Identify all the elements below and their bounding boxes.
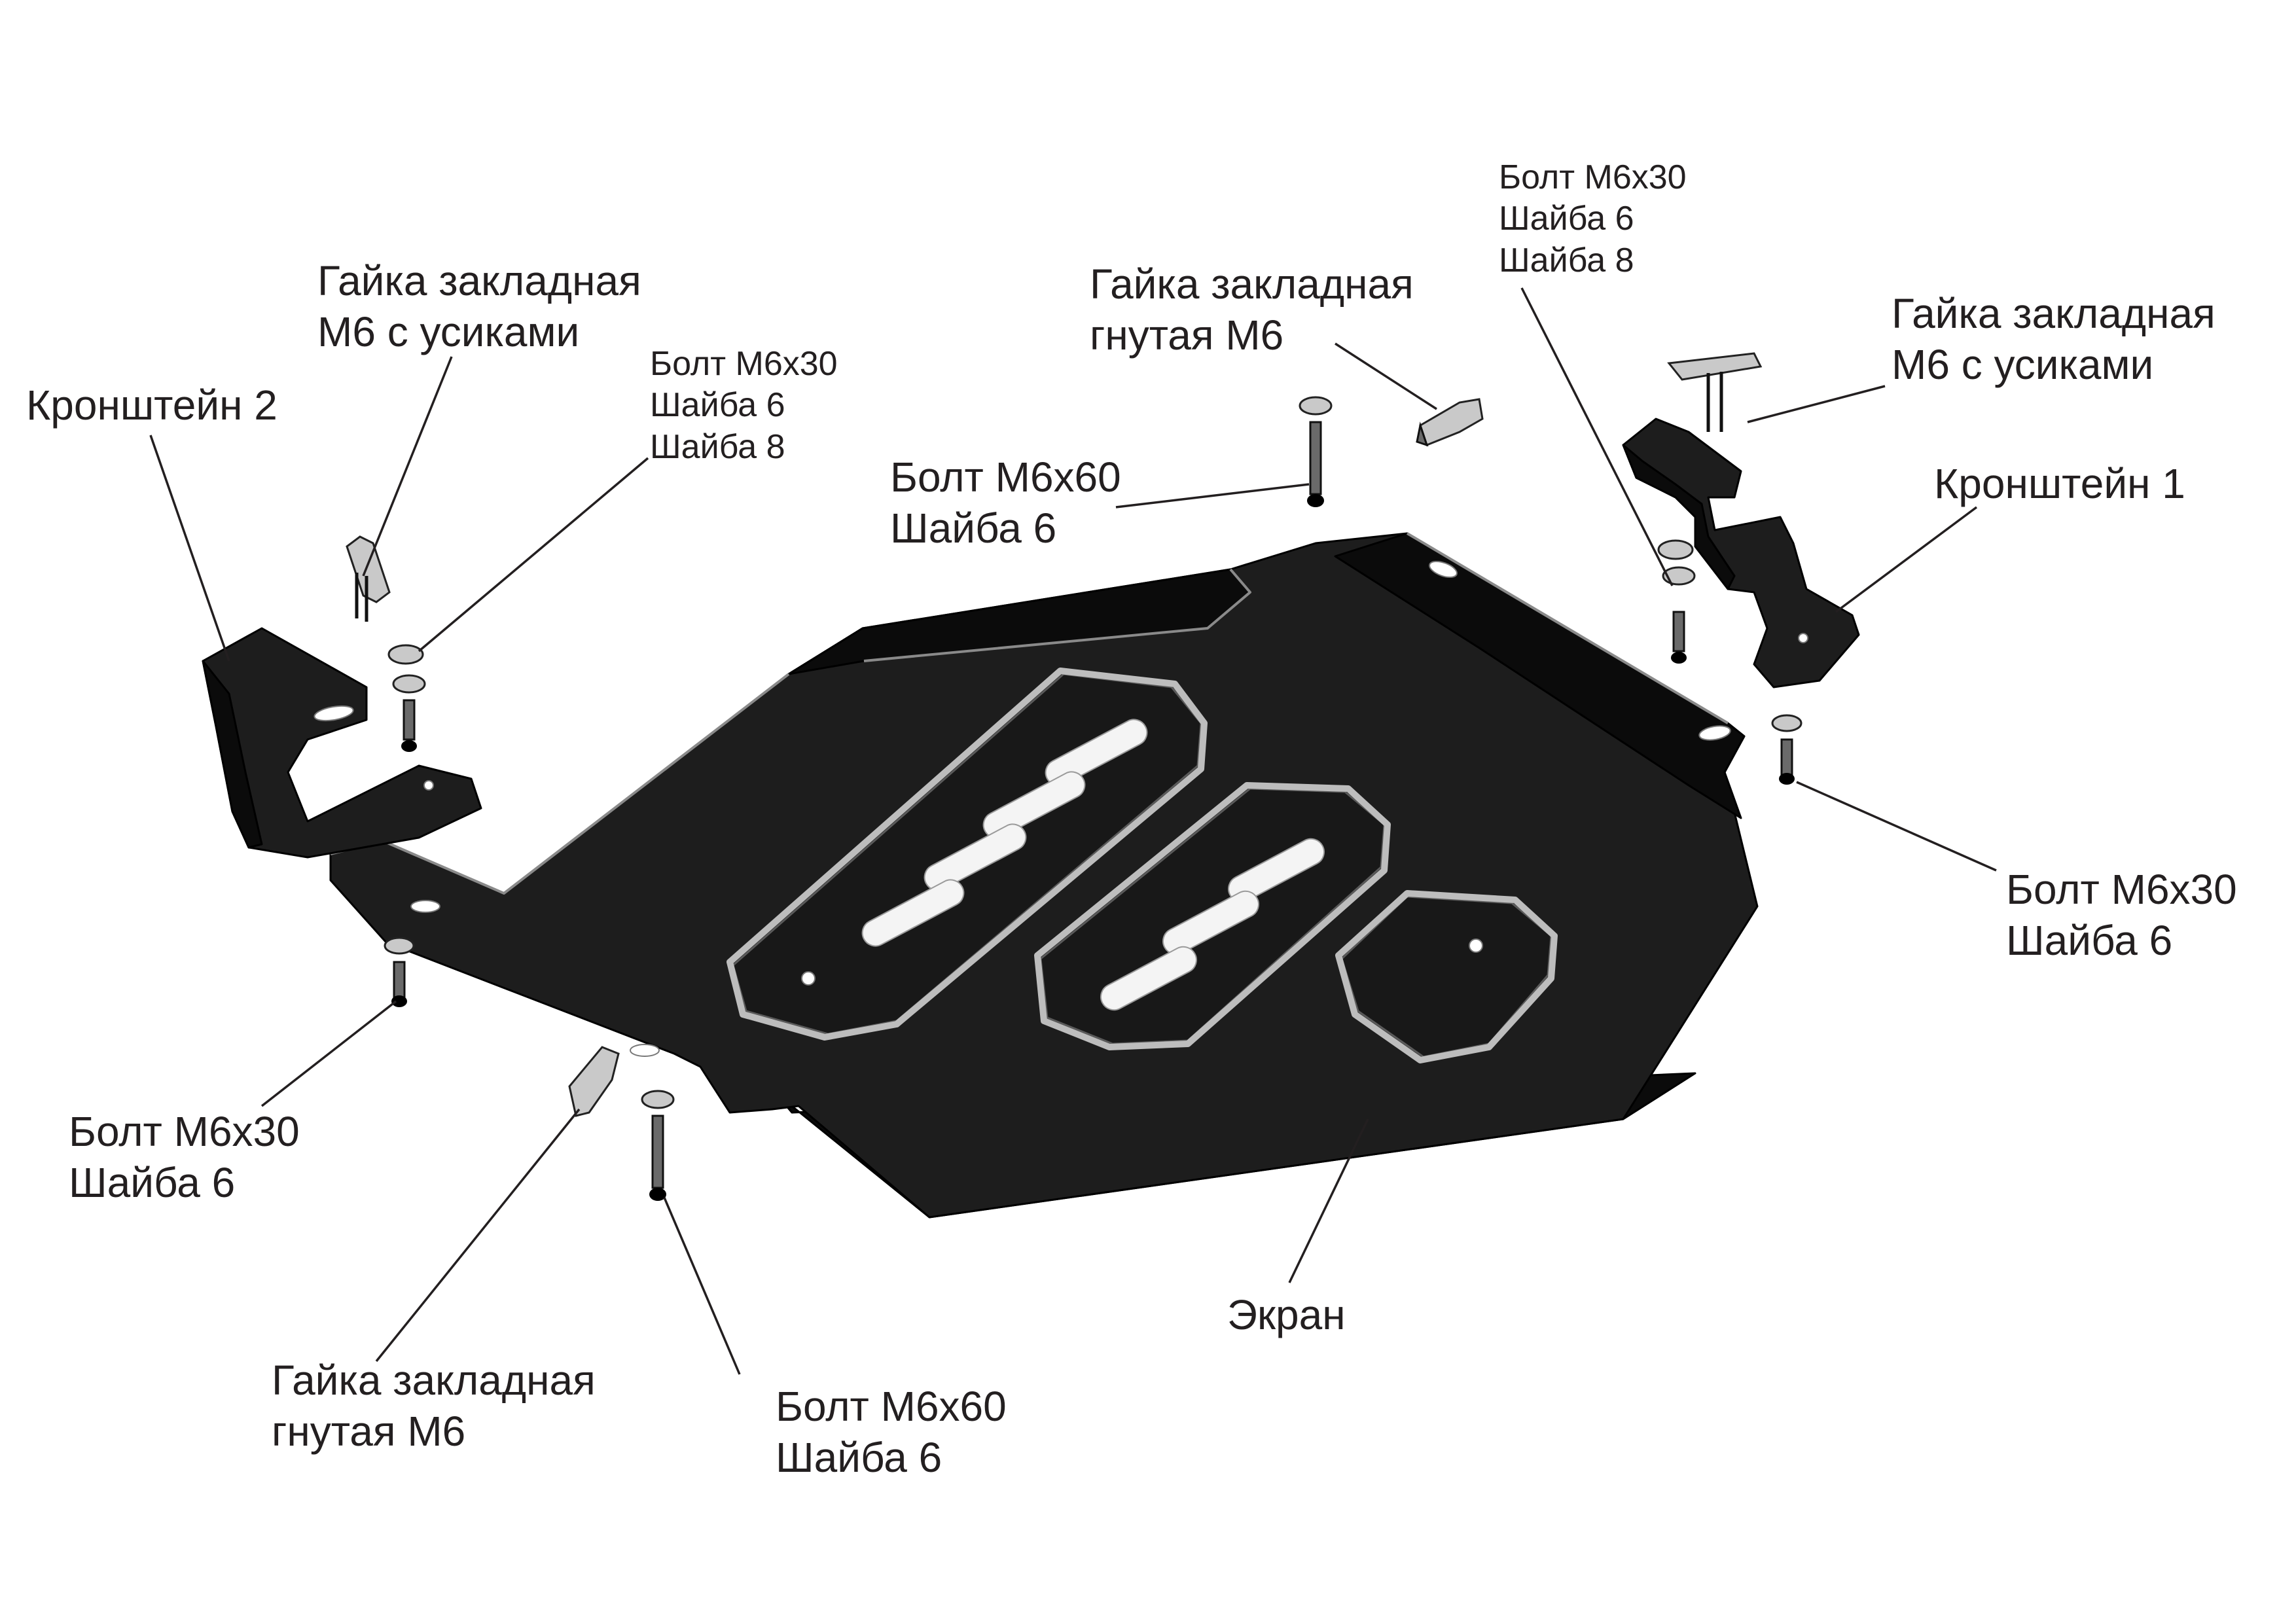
label-bolt-right-top: Болт М6х30 Шайба 6 Шайба 8 [1499,157,1687,281]
label-nut-whiskers-left-line2: М6 с усиками [317,308,580,356]
label-bolt-left-bottom-line1: Болт М6х30 [69,1108,300,1155]
label-bolt-center-top-line1: Болт М6х60 [890,454,1121,501]
label-bent-nut-top: Гайка закладная гнутая М6 [1090,259,1414,361]
bolt-bottom [641,1090,675,1201]
label-bracket-1: Кронштейн 1 [1934,458,2185,509]
label-bolt-left-top-line1: Болт М6х30 [650,345,838,383]
label-bolt-center-top: Болт М6х60 Шайба 6 [890,452,1121,554]
bolt-left-top [387,644,426,752]
label-nut-whiskers-right: Гайка закладная М6 с усиками [1892,288,2215,390]
label-bent-nut-top-line1: Гайка закладная [1090,260,1414,308]
label-bolt-right-top-line3: Шайба 8 [1499,241,1634,279]
bracket-2 [202,627,482,859]
label-bolt-left-bottom-line2: Шайба 6 [69,1159,236,1207]
leader-bolt-left-top [418,457,649,652]
nut-whiskers-right [1667,352,1763,432]
leader-bolt-right-mid [1796,781,1997,872]
leader-gaika-center-top [1335,342,1437,410]
label-bent-nut-top-line2: гнутая М6 [1090,312,1284,359]
leader-lines [149,287,1997,1375]
bent-nut-top [1416,398,1484,447]
label-bolt-right-mid-line1: Болт М6х30 [2006,866,2237,913]
bolt-right-top [1657,539,1696,664]
label-bolt-right-mid: Болт М6х30 Шайба 6 [2006,864,2237,966]
label-bolt-center-top-line2: Шайба 6 [890,505,1057,552]
leader-ekran [1288,1118,1369,1283]
skid-plate [329,532,1759,1219]
bolt-center-top [1299,396,1333,507]
label-bolt-left-top: Болт М6х30 Шайба 6 Шайба 8 [650,344,838,468]
label-bolt-bottom-line1: Болт М6х60 [776,1383,1007,1430]
leader-gaika-right-top [1747,385,1886,423]
leader-kronshtein2 [149,435,230,662]
middle-vent-panel [1034,782,1391,1050]
leader-gaika-bottom [375,1108,581,1363]
label-bolt-left-top-line2: Шайба 6 [650,386,785,425]
leader-bolt-center-top [1115,483,1310,508]
nut-whiskers-left [346,535,391,622]
small-panel [1335,890,1558,1063]
label-bolt-bottom: Болт М6х60 Шайба 6 [776,1381,1007,1483]
label-skid-plate-line1: Экран [1227,1291,1346,1338]
bolt-right-mid [1771,714,1803,785]
leader-bolt-right-top [1520,287,1674,586]
label-bolt-left-bottom: Болт М6х30 Шайба 6 [69,1106,300,1208]
label-nut-whiskers-right-line2: М6 с усиками [1892,341,2154,389]
label-bolt-left-top-line3: Шайба 8 [650,427,785,466]
label-bolt-right-top-line1: Болт М6х30 [1499,158,1687,196]
label-nut-whiskers-left: Гайка закладная М6 с усиками [317,255,641,357]
label-nut-whiskers-left-line1: Гайка закладная [317,257,641,304]
leader-kronshtein1 [1835,506,1978,613]
left-vent-panel [726,668,1208,1041]
label-bracket-2-line1: Кронштейн 2 [26,382,278,429]
label-bent-nut-bottom-line2: гнутая М6 [272,1408,466,1455]
label-bolt-right-mid-line2: Шайба 6 [2006,917,2173,965]
label-bent-nut-bottom: Гайка закладная гнутая М6 [272,1355,596,1457]
label-nut-whiskers-right-line1: Гайка закладная [1892,290,2215,337]
bracket-1 [1622,418,1860,688]
label-bracket-1-line1: Кронштейн 1 [1934,460,2185,507]
leader-bolt-left-bottom [260,1000,397,1107]
label-bracket-2: Кронштейн 2 [26,380,278,431]
label-skid-plate: Экран [1227,1289,1346,1340]
label-bolt-right-top-line2: Шайба 6 [1499,200,1634,238]
label-bolt-bottom-line2: Шайба 6 [776,1434,942,1482]
bolt-left-bottom [384,936,415,1007]
bent-nut-bottom [568,1046,620,1117]
label-bent-nut-bottom-line1: Гайка закладная [272,1357,596,1404]
leader-bolt-bottom [663,1197,741,1375]
leader-gaika-left-top [362,356,453,577]
